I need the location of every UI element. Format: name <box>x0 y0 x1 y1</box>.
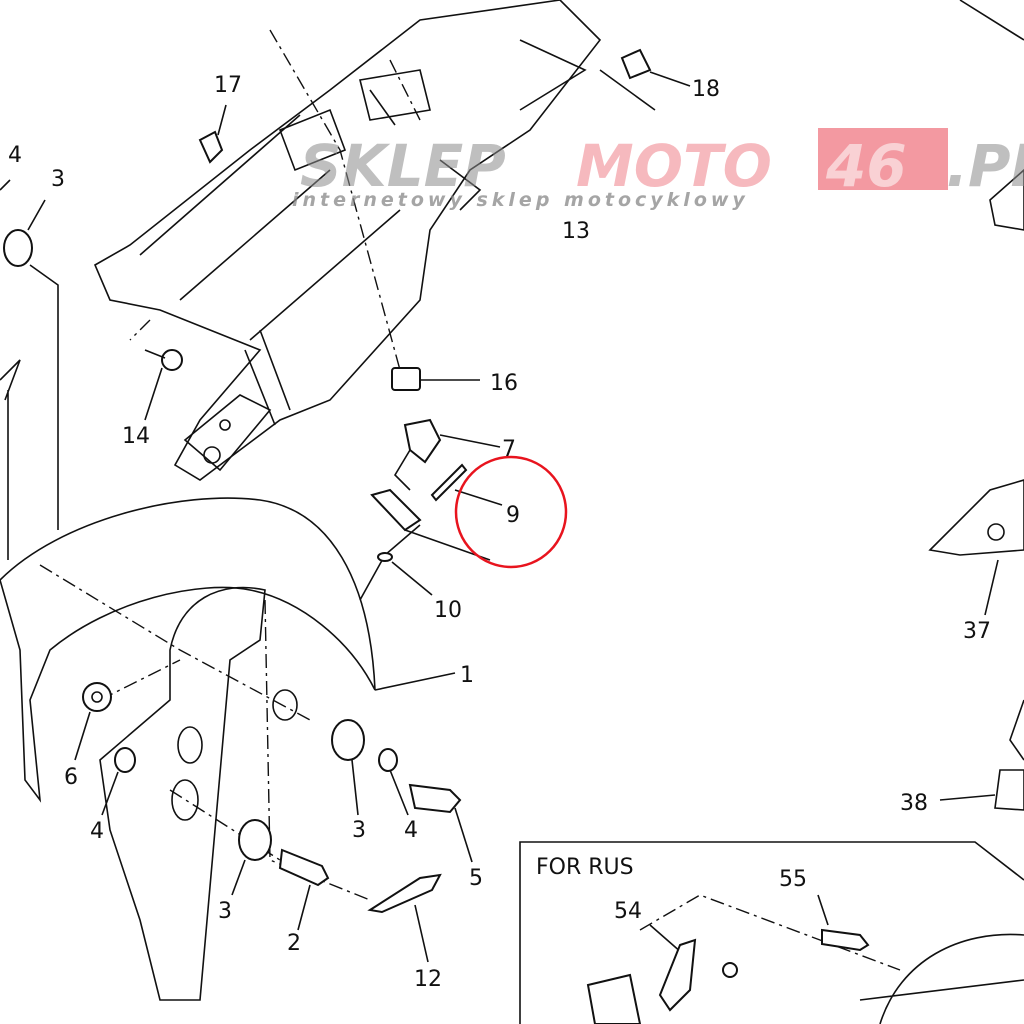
callout-9: 9 <box>506 503 520 528</box>
part-38 <box>939 699 1024 811</box>
callout-38: 38 <box>900 791 928 816</box>
callout-7: 7 <box>502 437 516 462</box>
callout-13: 13 <box>562 219 590 244</box>
part-9 <box>430 463 503 506</box>
part-18 <box>599 48 691 111</box>
front-fender <box>0 497 456 1001</box>
part-14 <box>144 349 183 421</box>
part-6 <box>74 682 112 761</box>
callout-4-left: 4 <box>90 819 104 844</box>
callout-18: 18 <box>692 77 720 102</box>
watermark-part3: 46 <box>825 132 907 200</box>
callout-12: 12 <box>414 967 442 992</box>
part-12 <box>367 873 442 963</box>
callout-4-top: 4 <box>8 143 22 168</box>
callout-10: 10 <box>434 598 462 623</box>
part-4-left <box>101 747 136 816</box>
rear-bracket-frame <box>93 0 1024 481</box>
callout-55: 55 <box>779 867 807 892</box>
watermark-tagline: internetowy sklep motocyklowy <box>292 189 749 211</box>
part-3-low <box>231 819 272 896</box>
part-10 <box>377 552 433 596</box>
callout-54: 54 <box>614 899 642 924</box>
callout-3-mid: 3 <box>352 818 366 843</box>
callout-6: 6 <box>64 765 78 790</box>
part-17 <box>198 104 227 164</box>
callout-3-top: 3 <box>51 167 65 192</box>
watermark-part1: SKLEP <box>300 132 506 200</box>
part-2 <box>278 848 330 931</box>
part-5 <box>408 783 473 863</box>
callout-14: 14 <box>122 424 150 449</box>
callout-16: 16 <box>490 371 518 396</box>
inset-title: FOR RUS <box>536 855 634 880</box>
part-37 <box>928 479 1024 616</box>
callout-37: 37 <box>963 619 991 644</box>
callout-labels: 17 4 3 18 13 16 14 7 9 10 1 6 4 3 4 5 3 … <box>8 73 991 992</box>
callout-1: 1 <box>460 663 474 688</box>
part-3-mid <box>331 719 365 816</box>
highlight-circle <box>454 455 568 569</box>
watermark-part2: MOTO <box>576 132 772 200</box>
callout-17: 17 <box>214 73 242 98</box>
part-4-mid <box>378 748 409 816</box>
callout-2: 2 <box>287 931 301 956</box>
callout-3-low: 3 <box>218 899 232 924</box>
watermark-logo: SKLEP MOTO 46 .PL internetowy sklep moto… <box>292 128 1024 211</box>
part-7 <box>393 418 501 491</box>
part-16 <box>391 367 480 391</box>
callout-4-mid: 4 <box>404 818 418 843</box>
inset-for-rus <box>519 841 1024 1024</box>
watermark-part4: .PL <box>946 132 1024 200</box>
part-3-top <box>3 199 59 530</box>
callout-5: 5 <box>469 866 483 891</box>
